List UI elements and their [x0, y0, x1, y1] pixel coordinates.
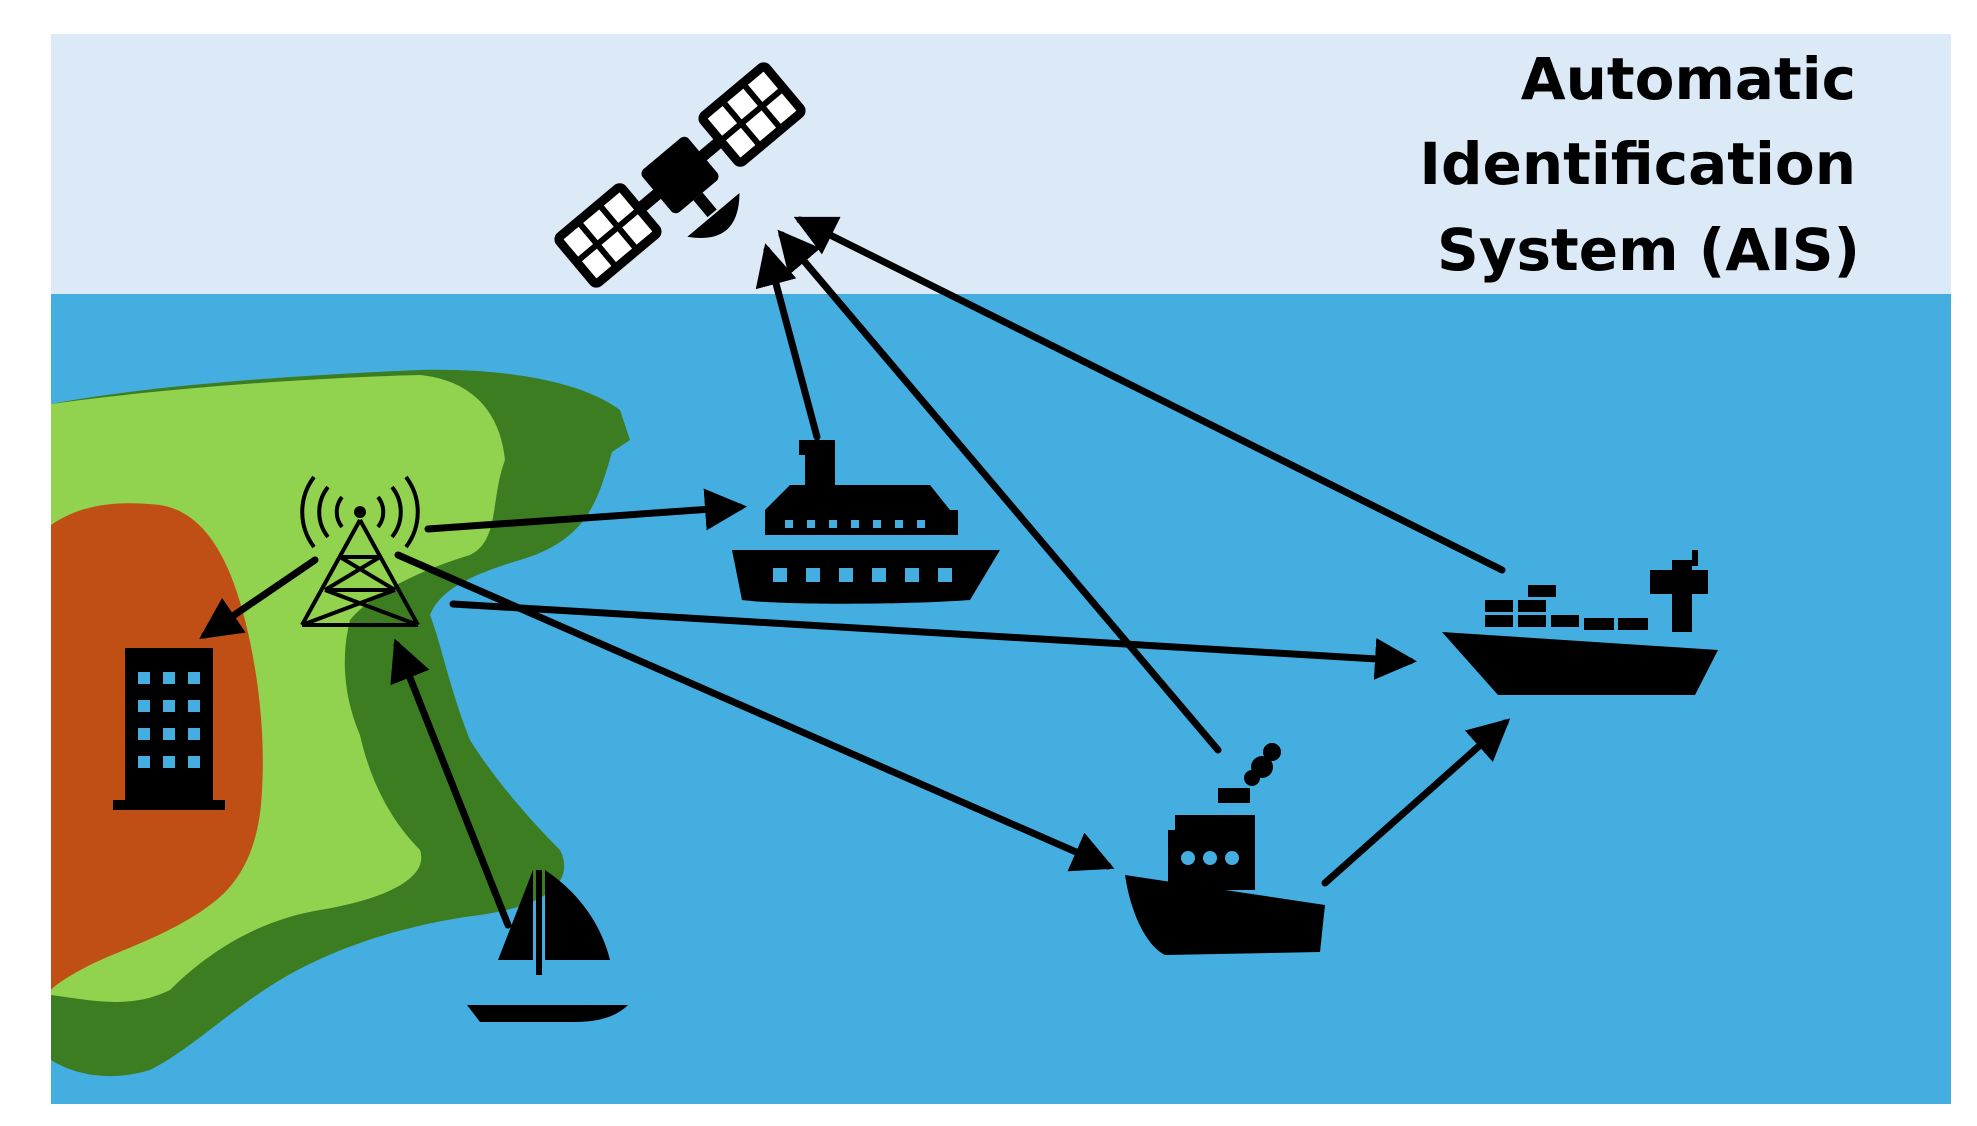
title-line-3: System (AIS) [1437, 216, 1860, 284]
sailboat-icon [467, 870, 628, 1022]
cruise-ship-icon [732, 440, 1000, 604]
diagram-title: Automatic Identification System (AIS) [1419, 45, 1860, 284]
arrow-tug-to-satellite [777, 229, 1222, 754]
radio-tower-icon [300, 475, 420, 627]
building-icon [113, 648, 225, 810]
steamboat-icon [1125, 743, 1325, 955]
title-line-2: Identification [1419, 130, 1856, 198]
arrow-cruise-to-satellite [755, 243, 821, 441]
arrow-tower-to-cruise [424, 488, 747, 533]
arrow-tower-to-tug [394, 551, 1115, 872]
satellite-icon [554, 62, 806, 288]
title-line-1: Automatic [1521, 45, 1856, 113]
arrow-tower-to-office [199, 556, 319, 639]
arrow-tower-to-cargo [449, 600, 1417, 680]
container-ship-icon [1442, 550, 1718, 695]
sky-band [51, 34, 1951, 296]
arrow-tug-to-cargo [1321, 718, 1511, 887]
arrow-cargo-to-satellite [793, 216, 1506, 574]
arrow-sailboat-to-tower [390, 638, 512, 929]
ais-links [199, 216, 1511, 929]
